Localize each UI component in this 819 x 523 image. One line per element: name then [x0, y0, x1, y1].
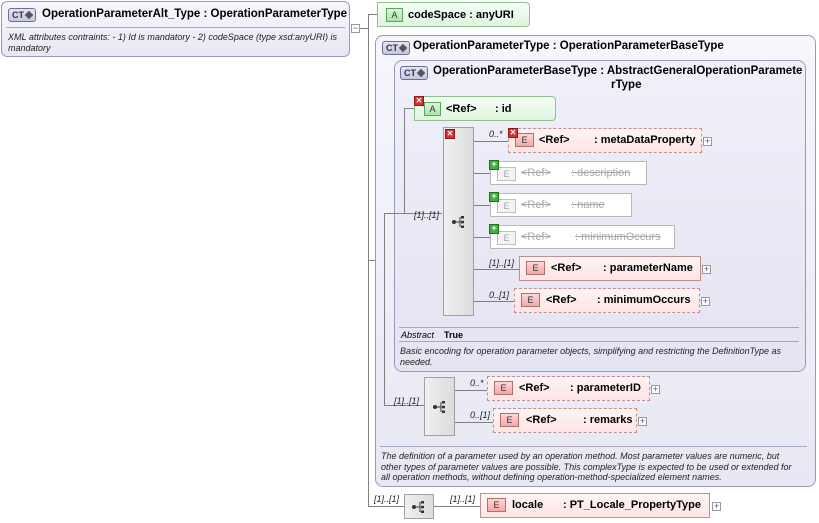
element-name: : remarks: [583, 414, 633, 426]
base-type-doc: Basic encoding for operation parameter o…: [400, 346, 782, 367]
element-name: : description: [571, 167, 631, 179]
operation-parameter-type-title: OperationParameterType : OperationParame…: [413, 40, 724, 52]
base-type-title-line2: rType: [611, 79, 642, 91]
element-name: : minimumOccurs: [597, 294, 691, 306]
added-icon: +: [489, 224, 499, 234]
sequence-icon: [433, 401, 445, 413]
third-sequence-card: [1]..[1]: [374, 494, 400, 504]
element-icon: E: [497, 199, 516, 213]
attribute-icon: A: [386, 8, 403, 22]
root-complex-type[interactable]: CT OperationParameterAlt_Type : Operatio…: [1, 1, 350, 57]
complex-type-icon: CT: [400, 66, 428, 80]
element-name: locale: [512, 499, 544, 511]
element-type: : PT_Locale_PropertyType: [563, 499, 701, 511]
element-ref: <Ref>: [521, 167, 551, 179]
codespace-label: codeSpace : anyURI: [408, 9, 514, 21]
prohibited-icon: ✕: [414, 96, 424, 106]
complex-type-icon: CT: [8, 8, 36, 22]
third-sequence[interactable]: [404, 494, 434, 519]
id-attribute[interactable]: A <Ref> : id: [414, 96, 556, 121]
id-name: : id: [495, 103, 512, 115]
added-icon: +: [489, 192, 499, 202]
element-locale[interactable]: E locale : PT_Locale_PropertyType: [480, 493, 710, 518]
element-card: [1]..[1]: [489, 258, 515, 268]
element-icon: E: [500, 413, 519, 427]
element-name: : parameterID: [570, 382, 641, 394]
root-type-title: OperationParameterAlt_Type : OperationPa…: [42, 8, 348, 20]
root-type-doc: XML attributes contraints: - 1) Id is ma…: [8, 32, 337, 53]
element-metadataproperty[interactable]: E <Ref> : metaDataProperty: [508, 128, 702, 153]
element-icon: E: [521, 293, 540, 307]
attribute-icon: A: [424, 102, 441, 116]
element-description[interactable]: E <Ref> : description: [490, 161, 647, 185]
element-icon: E: [497, 167, 516, 181]
id-ref: <Ref>: [446, 103, 477, 115]
element-ref: <Ref>: [551, 262, 582, 274]
complex-type-icon: CT: [382, 41, 410, 55]
element-card: 0..[1]: [470, 410, 491, 420]
element-card: 0..*: [489, 129, 503, 139]
element-minimumoccurs[interactable]: E <Ref> : minimumOccurs: [514, 288, 700, 313]
prohibited-icon: ✕: [508, 128, 518, 138]
element-name: : name: [571, 199, 605, 211]
expand-button[interactable]: +: [651, 384, 660, 394]
element-card: [1]..[1]: [450, 494, 476, 504]
expand-button[interactable]: +: [712, 501, 721, 511]
element-icon: E: [487, 498, 506, 512]
element-ref: <Ref>: [526, 414, 557, 426]
element-ref: <Ref>: [521, 231, 551, 243]
codespace-attribute[interactable]: A codeSpace : anyURI: [377, 2, 530, 27]
element-parametername[interactable]: E <Ref> : parameterName: [519, 256, 701, 281]
element-parameterid[interactable]: E <Ref> : parameterID: [487, 376, 650, 401]
element-name-prohibited[interactable]: E <Ref> : name: [490, 193, 632, 217]
expand-button[interactable]: +: [703, 136, 712, 146]
element-ref: <Ref>: [519, 382, 550, 394]
base-sequence[interactable]: [443, 127, 474, 316]
base-type-title-line1: OperationParameterBaseType : AbstractGen…: [433, 65, 803, 77]
element-card: 0..*: [470, 378, 484, 388]
expand-button[interactable]: +: [701, 296, 710, 306]
element-name: : minimumOccurs: [575, 231, 661, 243]
second-sequence[interactable]: [424, 377, 455, 436]
element-name: : parameterName: [603, 262, 693, 274]
element-ref: <Ref>: [521, 199, 551, 211]
element-ref: <Ref>: [539, 134, 570, 146]
element-minimumoccurs-prohibited[interactable]: E <Ref> : minimumOccurs: [490, 225, 675, 249]
element-icon: E: [497, 231, 516, 245]
added-icon: +: [489, 160, 499, 170]
element-icon: E: [494, 381, 513, 395]
element-name: : metaDataProperty: [594, 134, 696, 146]
element-ref: <Ref>: [546, 294, 577, 306]
element-icon: E: [526, 261, 545, 275]
second-sequence-card: [1]..[1]: [394, 396, 420, 406]
abstract-label: Abstract: [401, 330, 435, 340]
expand-button[interactable]: +: [702, 264, 711, 274]
element-card: 0..[1]: [489, 290, 510, 300]
operation-parameter-type-doc: The definition of a parameter used by an…: [381, 451, 792, 482]
element-icon: E: [515, 133, 534, 147]
collapse-button[interactable]: −: [351, 23, 360, 33]
prohibited-icon: ✕: [445, 129, 455, 139]
sequence-icon: [412, 501, 424, 513]
sequence-icon: [452, 216, 464, 228]
base-sequence-card: [1]..[1]: [414, 210, 440, 220]
abstract-value: True: [444, 330, 464, 340]
expand-button[interactable]: +: [638, 416, 647, 426]
element-remarks[interactable]: E <Ref> : remarks: [493, 408, 637, 433]
